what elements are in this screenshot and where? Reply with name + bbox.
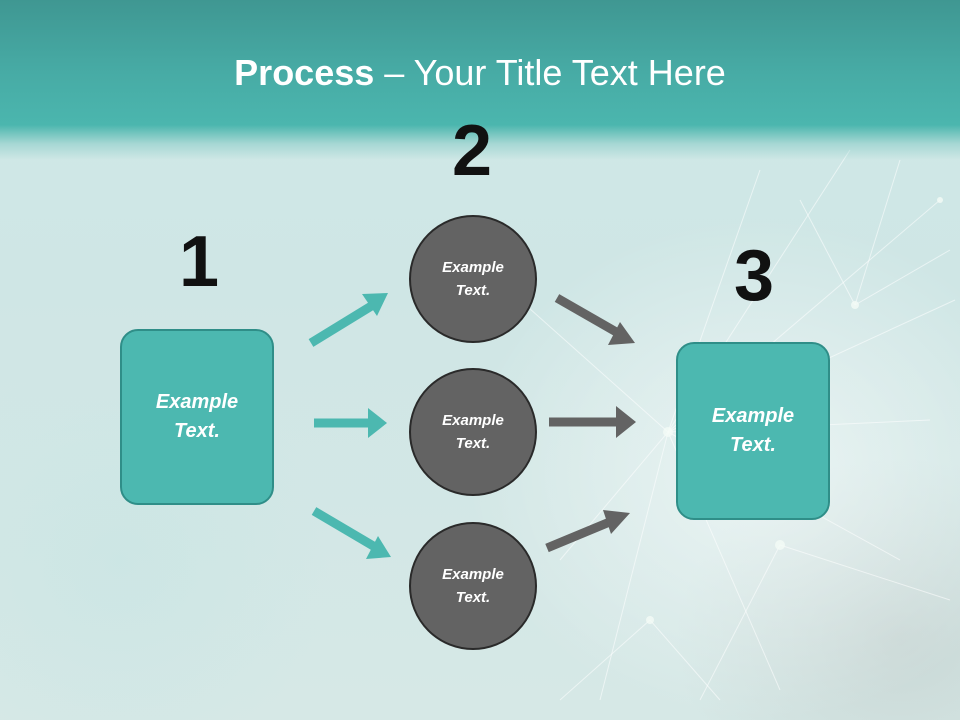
circle-bottom: Example Text. [409,522,537,650]
start-box: Example Text. [120,329,274,505]
end-box: Example Text. [676,342,830,520]
arrow-from-top-circle [554,294,635,345]
arrow-to-middle-circle [314,408,387,438]
title-rest: – Your Title Text Here [374,52,726,93]
title-bold: Process [234,52,375,93]
arrow-from-bottom-circle [545,510,630,553]
circle-middle: Example Text. [409,368,537,496]
header-band [0,0,960,160]
arrow-to-top-circle [308,293,388,347]
arrow-to-bottom-circle [311,507,391,559]
step-number-2: 2 [451,111,493,191]
step-number-3: 3 [733,236,775,316]
step-number-1: 1 [178,222,220,302]
circle-top: Example Text. [409,215,537,343]
arrow-from-middle-circle [549,406,636,438]
slide-title: Process – Your Title Text Here [0,52,960,94]
